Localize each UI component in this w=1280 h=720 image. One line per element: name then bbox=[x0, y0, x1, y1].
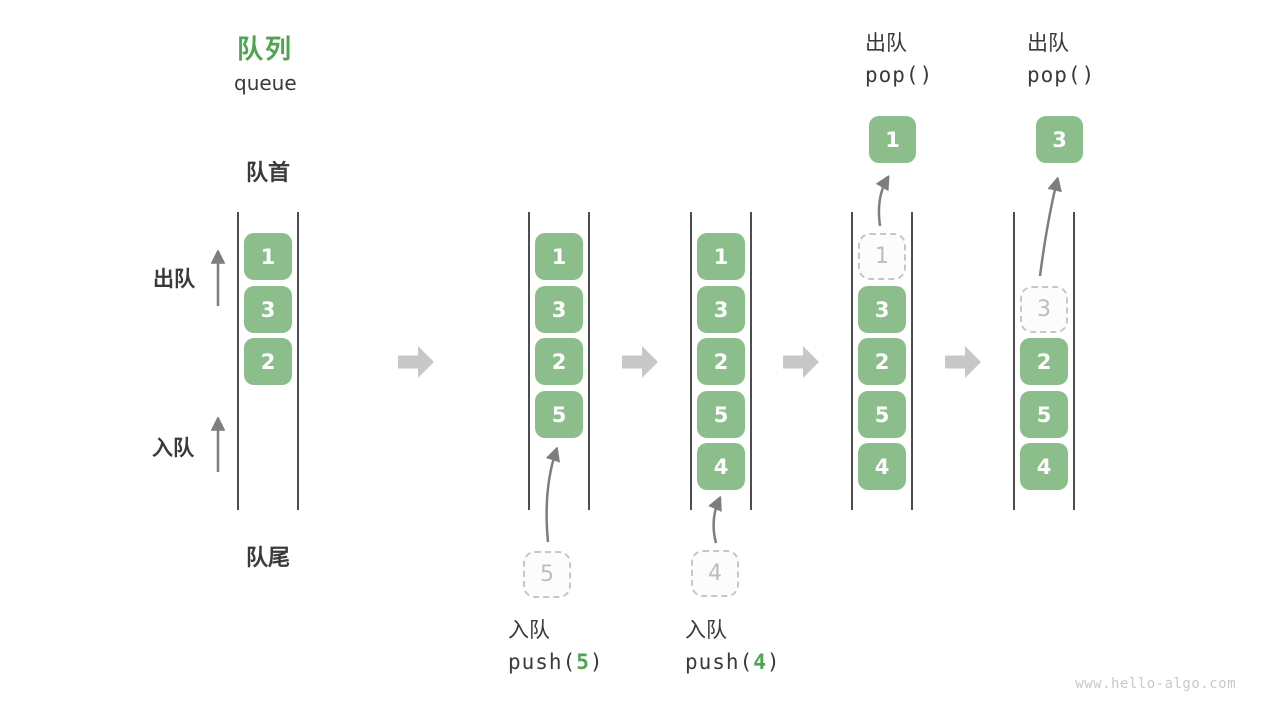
queue-cell: 2 bbox=[244, 338, 292, 385]
queue-cell: 4 bbox=[858, 443, 906, 490]
push-label-zh: 入队 bbox=[685, 618, 727, 642]
queue-wall-right bbox=[750, 212, 752, 510]
queue-wall-left bbox=[237, 212, 239, 510]
pop-operation-label: 出队 pop() bbox=[1027, 33, 1095, 86]
diagram-title-zh: 队列 bbox=[237, 35, 294, 65]
push-arg: 5 bbox=[576, 650, 590, 674]
stage-arrow-icon bbox=[622, 346, 658, 378]
push-fn: push( bbox=[508, 650, 577, 674]
stage-arrow-icon bbox=[945, 346, 981, 378]
queue-cell: 2 bbox=[858, 338, 906, 385]
queue-wall-left bbox=[690, 212, 692, 510]
queue-column-state4: 1 3 2 5 4 bbox=[851, 212, 913, 510]
push-close: ) bbox=[589, 650, 604, 674]
queue-cell: 4 bbox=[1020, 443, 1068, 490]
queue-column-state3: 1 3 2 5 4 bbox=[690, 212, 752, 510]
queue-cell: 1 bbox=[244, 233, 292, 280]
queue-rear-label: 队尾 bbox=[245, 546, 290, 571]
queue-wall-left bbox=[1013, 212, 1015, 510]
pop-label-zh: 出队 bbox=[865, 31, 907, 55]
popped-cell: 1 bbox=[869, 116, 916, 163]
watermark: www.hello-algo.com bbox=[1075, 676, 1236, 692]
queue-column-state1: 1 3 2 bbox=[237, 212, 299, 510]
pop-label-code: pop() bbox=[865, 63, 934, 87]
popped-cell: 3 bbox=[1036, 116, 1083, 163]
queue-column-state5: 3 2 5 4 bbox=[1013, 212, 1075, 510]
queue-wall-right bbox=[588, 212, 590, 510]
push-fn: push( bbox=[685, 650, 754, 674]
queue-cell: 3 bbox=[535, 286, 583, 333]
queue-cell: 5 bbox=[858, 391, 906, 438]
dequeue-direction-label: 出队 bbox=[153, 267, 195, 291]
queue-cell-removed: 3 bbox=[1020, 286, 1068, 333]
pending-cell: 4 bbox=[691, 550, 739, 597]
queue-column-state2: 1 3 2 5 bbox=[528, 212, 590, 510]
queue-cell-removed: 1 bbox=[858, 233, 906, 280]
stage-arrow-icon bbox=[398, 346, 434, 378]
diagram-title-en: queue bbox=[234, 71, 297, 95]
queue-front-label: 队首 bbox=[245, 161, 290, 186]
queue-cell: 5 bbox=[1020, 391, 1068, 438]
pop-label-zh: 出队 bbox=[1027, 31, 1069, 55]
queue-cell: 3 bbox=[697, 286, 745, 333]
pop-operation-label: 出队 pop() bbox=[865, 33, 933, 86]
queue-cell: 3 bbox=[858, 286, 906, 333]
queue-cell: 2 bbox=[1020, 338, 1068, 385]
push-label-zh: 入队 bbox=[508, 618, 550, 642]
enqueue-direction-label: 入队 bbox=[152, 436, 194, 460]
queue-wall-right bbox=[1073, 212, 1075, 510]
queue-cell: 3 bbox=[244, 286, 292, 333]
queue-cell: 4 bbox=[697, 443, 745, 490]
queue-cell: 5 bbox=[535, 391, 583, 438]
push-close: ) bbox=[766, 650, 781, 674]
queue-wall-left bbox=[851, 212, 853, 510]
queue-wall-right bbox=[297, 212, 299, 510]
push-operation-label: 入队 push(5) bbox=[508, 620, 604, 673]
stage-arrow-icon bbox=[783, 346, 819, 378]
queue-cell: 1 bbox=[535, 233, 583, 280]
pending-cell: 5 bbox=[523, 551, 571, 598]
pop-label-code: pop() bbox=[1027, 63, 1096, 87]
push-label-code: push(4) bbox=[685, 652, 781, 673]
queue-cell: 5 bbox=[697, 391, 745, 438]
push-operation-label: 入队 push(4) bbox=[685, 620, 781, 673]
queue-cell: 2 bbox=[697, 338, 745, 385]
queue-cell: 1 bbox=[697, 233, 745, 280]
push-arg: 4 bbox=[753, 650, 767, 674]
queue-wall-right bbox=[911, 212, 913, 510]
queue-cell: 2 bbox=[535, 338, 583, 385]
queue-wall-left bbox=[528, 212, 530, 510]
push-label-code: push(5) bbox=[508, 652, 604, 673]
